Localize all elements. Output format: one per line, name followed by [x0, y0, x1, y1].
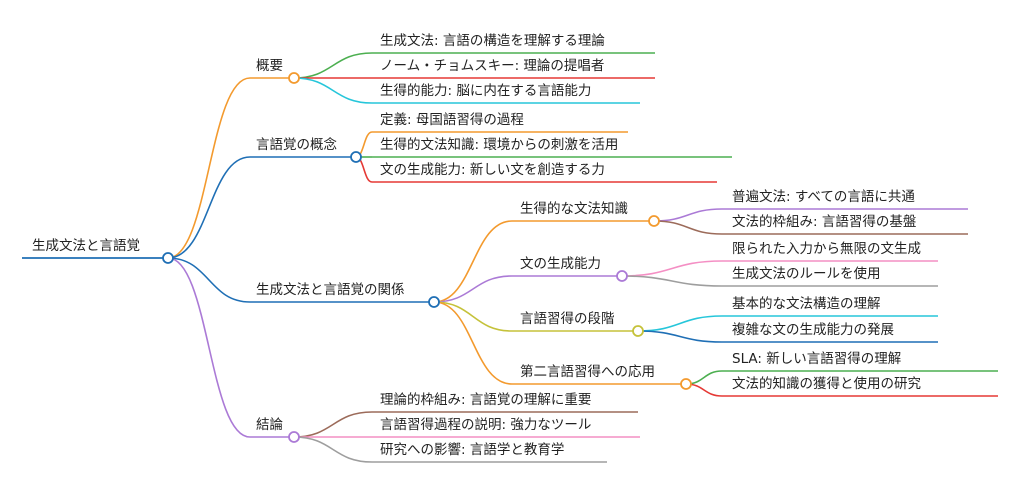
subbranch-label: 生得的な文法知識: [520, 201, 628, 217]
subbranch-connector: [433, 220, 513, 303]
branch-label: 概要: [256, 58, 283, 74]
leaf-connector: [293, 436, 373, 463]
subbranch-connector: [433, 275, 513, 303]
subbranch-connector: [433, 301, 513, 385]
subbranch-node[interactable]: [648, 215, 660, 227]
leaf-connector: [293, 52, 373, 79]
branch-node[interactable]: [288, 72, 300, 84]
leaf-label: 限られた入力から無限の文生成: [732, 241, 921, 257]
leaf-label: 研究への影響: 言語学と教育学: [380, 442, 565, 458]
leaf-label: 生成文法: 言語の構造を理解する理論: [380, 33, 605, 49]
branch-node[interactable]: [288, 431, 300, 443]
branch-label: 生成文法と言語覚の関係: [256, 282, 405, 298]
branch-connector: [167, 257, 251, 438]
leaf-label: 生得的文法知識: 環境からの刺激を活用: [380, 137, 619, 153]
branch-label: 言語覚の概念: [256, 137, 337, 153]
subbranch-label: 文の生成能力: [520, 256, 601, 272]
leaf-connector: [293, 77, 373, 104]
leaf-connector: [293, 411, 373, 438]
leaf-label: ノーム・チョムスキー: 理論の提唱者: [380, 58, 605, 74]
subbranch-connector: [433, 301, 513, 332]
leaf-label: 生成文法のルールを使用: [732, 266, 881, 282]
branch-node[interactable]: [350, 151, 362, 163]
subbranch-node[interactable]: [632, 325, 644, 337]
leaf-connector: [637, 315, 723, 332]
branch-connector: [167, 77, 251, 259]
leaf-connector: [621, 275, 723, 287]
leaf-connector: [621, 260, 723, 277]
branch-label: 結論: [256, 417, 283, 433]
leaf-label: 理論的枠組み: 言語覚の理解に重要: [380, 392, 592, 408]
leaf-connector: [637, 330, 723, 343]
leaf-label: 文法的枠組み: 言語習得の基盤: [732, 214, 917, 230]
leaf-connector: [653, 208, 723, 222]
leaf-label: 複雑な文の生成能力の発展: [732, 322, 894, 338]
leaf-label: 定義: 母国語習得の過程: [380, 112, 524, 128]
branch-connector: [167, 257, 251, 303]
branch-connector: [167, 156, 251, 259]
leaf-label: 普遍文法: すべての言語に共通: [732, 189, 915, 205]
leaf-label: 生得的能力: 脳に内在する言語能力: [380, 83, 592, 99]
leaf-label: 言語習得過程の説明: 強力なツール: [380, 417, 592, 433]
subbranch-label: 言語習得の段階: [520, 311, 615, 327]
leaf-label: 基本的な文法構造の理解: [732, 296, 881, 312]
root-node[interactable]: [162, 252, 174, 264]
leaf-label: 文の生成能力: 新しい文を創造する力: [380, 162, 605, 178]
subbranch-node[interactable]: [680, 378, 692, 390]
branch-node[interactable]: [428, 296, 440, 308]
subbranch-label: 第二言語習得への応用: [520, 364, 655, 380]
leaf-label: 文法的知識の獲得と使用の研究: [732, 376, 921, 392]
leaf-connector: [653, 220, 723, 235]
root-label: 生成文法と言語覚: [32, 238, 140, 254]
subbranch-node[interactable]: [616, 270, 628, 282]
leaf-label: SLA: 新しい言語習得の理解: [732, 351, 902, 367]
